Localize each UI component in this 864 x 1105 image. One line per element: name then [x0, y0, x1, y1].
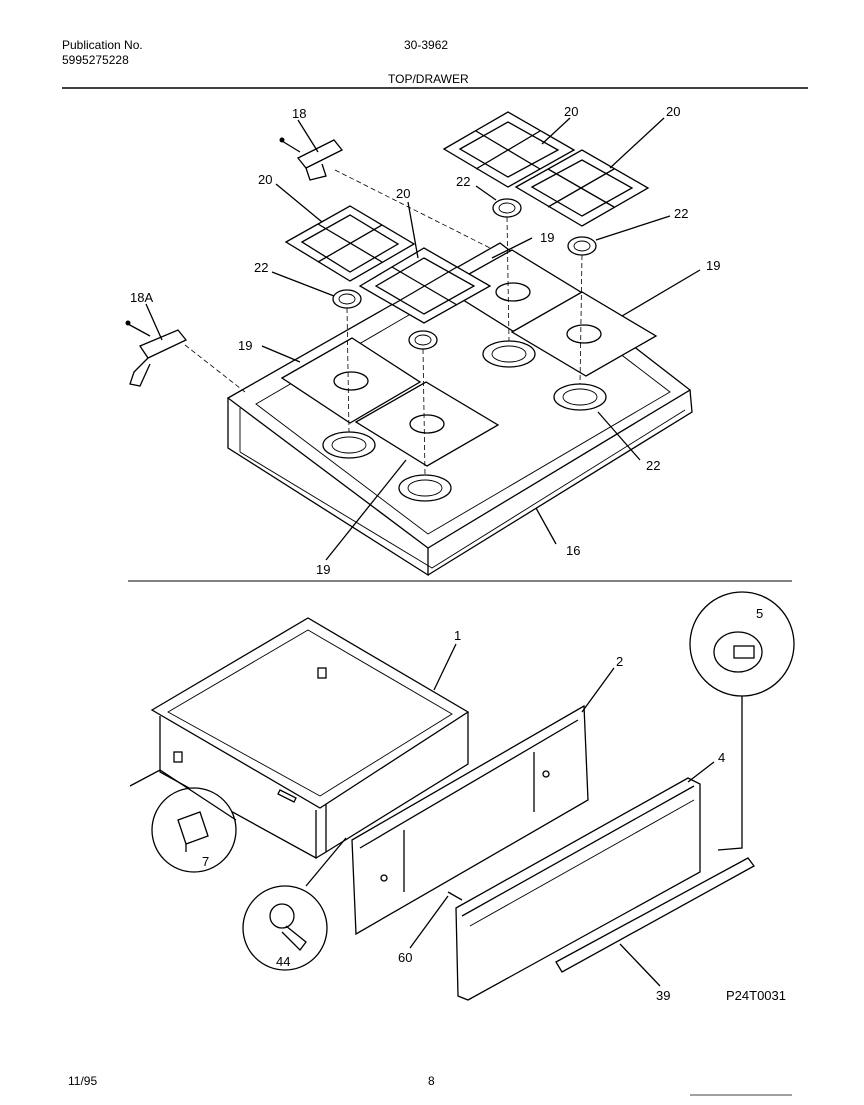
callout-19: 19 — [316, 562, 330, 577]
callout-19: 19 — [238, 338, 252, 353]
burner-cap — [332, 289, 362, 309]
page-number: 8 — [428, 1074, 435, 1088]
drawer-front-trim — [455, 777, 701, 1001]
callout-20: 20 — [258, 172, 272, 187]
burner-cap — [492, 198, 522, 218]
burner-grate — [514, 149, 650, 227]
hinge-bracket-18 — [279, 137, 344, 181]
callout-4: 4 — [718, 750, 725, 765]
drawer-body — [150, 617, 470, 860]
callout-19: 19 — [706, 258, 720, 273]
callout-16: 16 — [566, 543, 580, 558]
callout-7: 7 — [202, 854, 209, 869]
publication-number: 5995275228 — [62, 53, 129, 67]
drawer-panel — [351, 704, 589, 936]
burner-grate — [442, 111, 576, 188]
alignment-lines — [184, 169, 583, 476]
detail-circle-5 — [689, 591, 795, 697]
model-number: 30-3962 — [404, 38, 449, 52]
drip-pan — [354, 381, 500, 467]
burner-cap — [567, 236, 597, 256]
callout-5: 5 — [756, 606, 763, 621]
footer-date: 11/95 — [68, 1074, 98, 1088]
leader-7 — [129, 769, 237, 821]
drawing-code: P24T0031 — [726, 988, 786, 1003]
burner-cap — [408, 330, 438, 350]
detail-circle-44 — [242, 885, 328, 971]
drip-pan — [510, 291, 658, 377]
burner-grate — [358, 247, 492, 324]
leader-5 — [717, 696, 743, 851]
callout-22: 22 — [674, 206, 688, 221]
callout-39: 39 — [656, 988, 670, 1003]
callout-2: 2 — [616, 654, 623, 669]
callout-60: 60 — [398, 950, 412, 965]
screw-60 — [447, 891, 463, 901]
leader-lines — [145, 117, 715, 987]
callout-22: 22 — [646, 458, 660, 473]
burner-well — [398, 474, 452, 502]
callout-20: 20 — [666, 104, 680, 119]
callout-1: 1 — [454, 628, 461, 643]
callout-18: 18 — [292, 106, 306, 121]
publication-label: Publication No. — [62, 38, 143, 52]
callout-22: 22 — [456, 174, 470, 189]
callout-44: 44 — [276, 954, 290, 969]
callout-22: 22 — [254, 260, 268, 275]
detail-circle-7 — [151, 787, 237, 873]
drip-pan — [280, 337, 422, 424]
callout-19: 19 — [540, 230, 554, 245]
callout-20: 20 — [396, 186, 410, 201]
callout-20: 20 — [564, 104, 578, 119]
burner-grate — [284, 205, 416, 282]
callout-18a: 18A — [130, 290, 153, 305]
hinge-bracket-18a — [125, 320, 188, 387]
handle-rod — [555, 857, 755, 973]
section-title: TOP/DRAWER — [388, 72, 469, 86]
